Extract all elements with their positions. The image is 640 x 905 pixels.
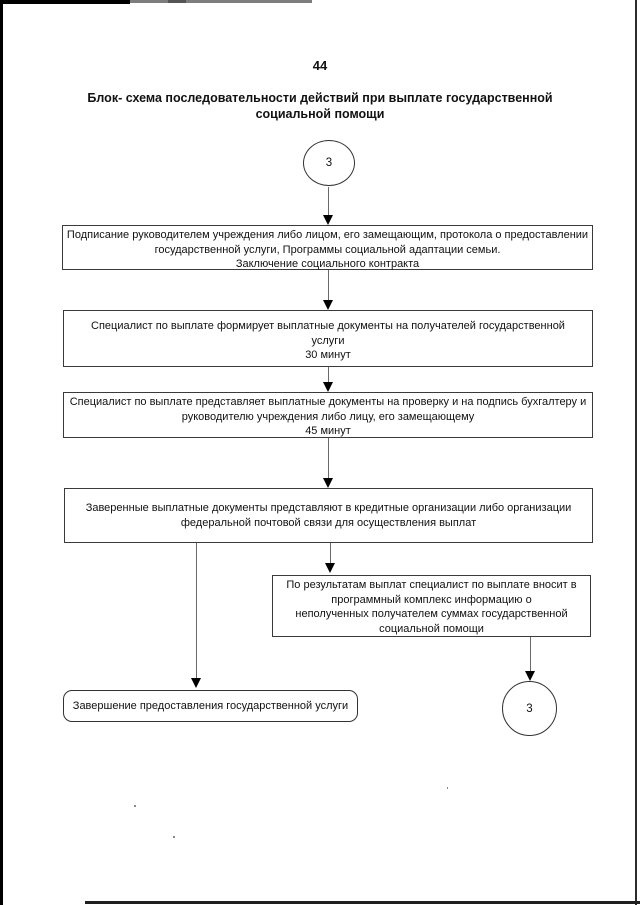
- arrow-down-icon: [323, 382, 333, 392]
- flow-step-text: Подписание руководителем учреждения либо…: [66, 229, 589, 241]
- flow-step-form-payment-documents: Специалист по выплате формирует выплатны…: [63, 310, 593, 367]
- arrow-down-icon: [323, 215, 333, 225]
- scan-speck: [447, 787, 448, 789]
- flow-exit-connector-label: 3: [526, 702, 533, 715]
- flow-step-duration: 30 минут: [305, 349, 351, 361]
- flow-step-text: Завершение предоставления государственно…: [72, 700, 349, 712]
- flow-entry-connector: 3: [303, 140, 355, 186]
- scan-speck: [173, 836, 175, 838]
- flow-step-enter-unreceived-sums: По результатам выплат специалист по выпл…: [272, 575, 591, 637]
- flow-line: [328, 438, 329, 478]
- flow-step-text: Специалист по выплате представляет выпла…: [69, 396, 587, 408]
- flow-step-sign-protocol: Подписание руководителем учреждения либо…: [62, 225, 593, 270]
- left-scan-border: [0, 0, 3, 905]
- top-scan-border: [0, 0, 130, 4]
- arrow-down-icon: [191, 678, 201, 688]
- flow-line: [328, 270, 329, 300]
- top-scan-border-fade: [130, 0, 312, 3]
- right-scan-border: [635, 0, 637, 905]
- flow-step-text: государственной услуги, Программы социал…: [154, 243, 501, 256]
- flow-step-deliver-documents: Заверенные выплатные документы представл…: [64, 488, 593, 543]
- arrow-down-icon: [323, 478, 333, 488]
- page-title: Блок- схема последовательности действий …: [0, 90, 640, 122]
- top-scan-mark: [168, 0, 186, 3]
- flow-line: [330, 543, 331, 563]
- flow-step-text: руководителю учреждения либо лицу, его з…: [181, 410, 475, 423]
- flow-line: [328, 187, 329, 216]
- flow-step-text: программный комплекс информацию о: [331, 593, 532, 606]
- page-title-line2: социальной помощи: [255, 107, 385, 121]
- arrow-down-icon: [525, 671, 535, 681]
- flow-step-text: Заверенные выплатные документы представл…: [85, 502, 572, 514]
- flow-step-submit-for-check: Специалист по выплате представляет выпла…: [63, 392, 593, 438]
- flow-step-text: По результатам выплат специалист по выпл…: [286, 579, 577, 591]
- bottom-scan-border: [85, 901, 640, 904]
- flow-line: [328, 367, 329, 382]
- flow-line: [530, 637, 531, 671]
- flow-step-text: социальной помощи: [379, 622, 484, 635]
- flow-step-text: Заключение социального контракта: [235, 258, 420, 270]
- page-number: 44: [312, 58, 328, 73]
- flow-step-text: федеральной почтовой связи для осуществл…: [180, 516, 477, 529]
- flow-step-text: Специалист по выплате формирует выплатны…: [91, 320, 565, 332]
- flow-entry-connector-label: 3: [325, 157, 333, 169]
- page-title-line1: Блок- схема последовательности действий …: [87, 91, 553, 105]
- flow-line: [196, 543, 197, 678]
- flow-step-text: неполученных получателем суммах государс…: [295, 608, 568, 620]
- flow-exit-connector: 3: [502, 681, 557, 736]
- arrow-down-icon: [323, 300, 333, 310]
- scan-speck: [134, 805, 136, 807]
- flow-end-service-completed: Завершение предоставления государственно…: [63, 690, 358, 722]
- flow-step-duration: 45 минут: [305, 425, 351, 437]
- arrow-down-icon: [325, 563, 335, 573]
- flow-step-text: услуги: [311, 334, 345, 347]
